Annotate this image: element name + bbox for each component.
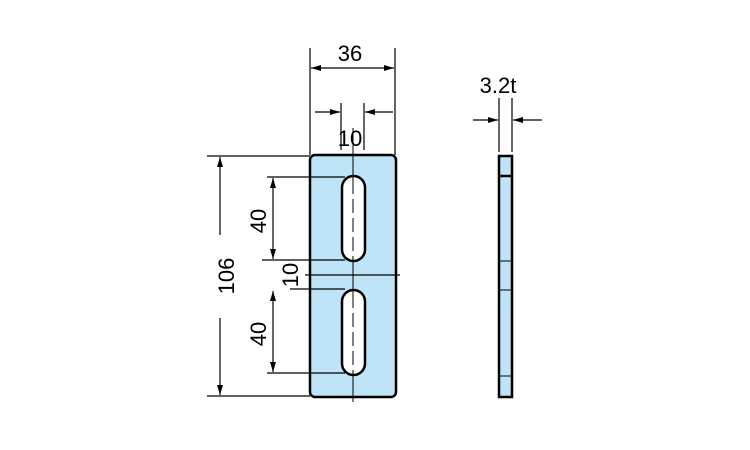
- dim-width-label: 36: [338, 41, 362, 66]
- dim-gap-label: 10: [278, 263, 303, 287]
- dim-length-label: 106: [214, 258, 239, 295]
- front-view: [308, 128, 398, 402]
- side-outline: [497, 154, 514, 399]
- dim-thickness-label: 3.2t: [480, 73, 517, 98]
- dim-slot-lower-label: 40: [246, 322, 271, 346]
- dim-slot-width-label: 10: [338, 126, 362, 151]
- dimension-lines: [207, 48, 542, 397]
- side-view: [497, 154, 514, 399]
- dim-slot-upper-label: 40: [246, 209, 271, 233]
